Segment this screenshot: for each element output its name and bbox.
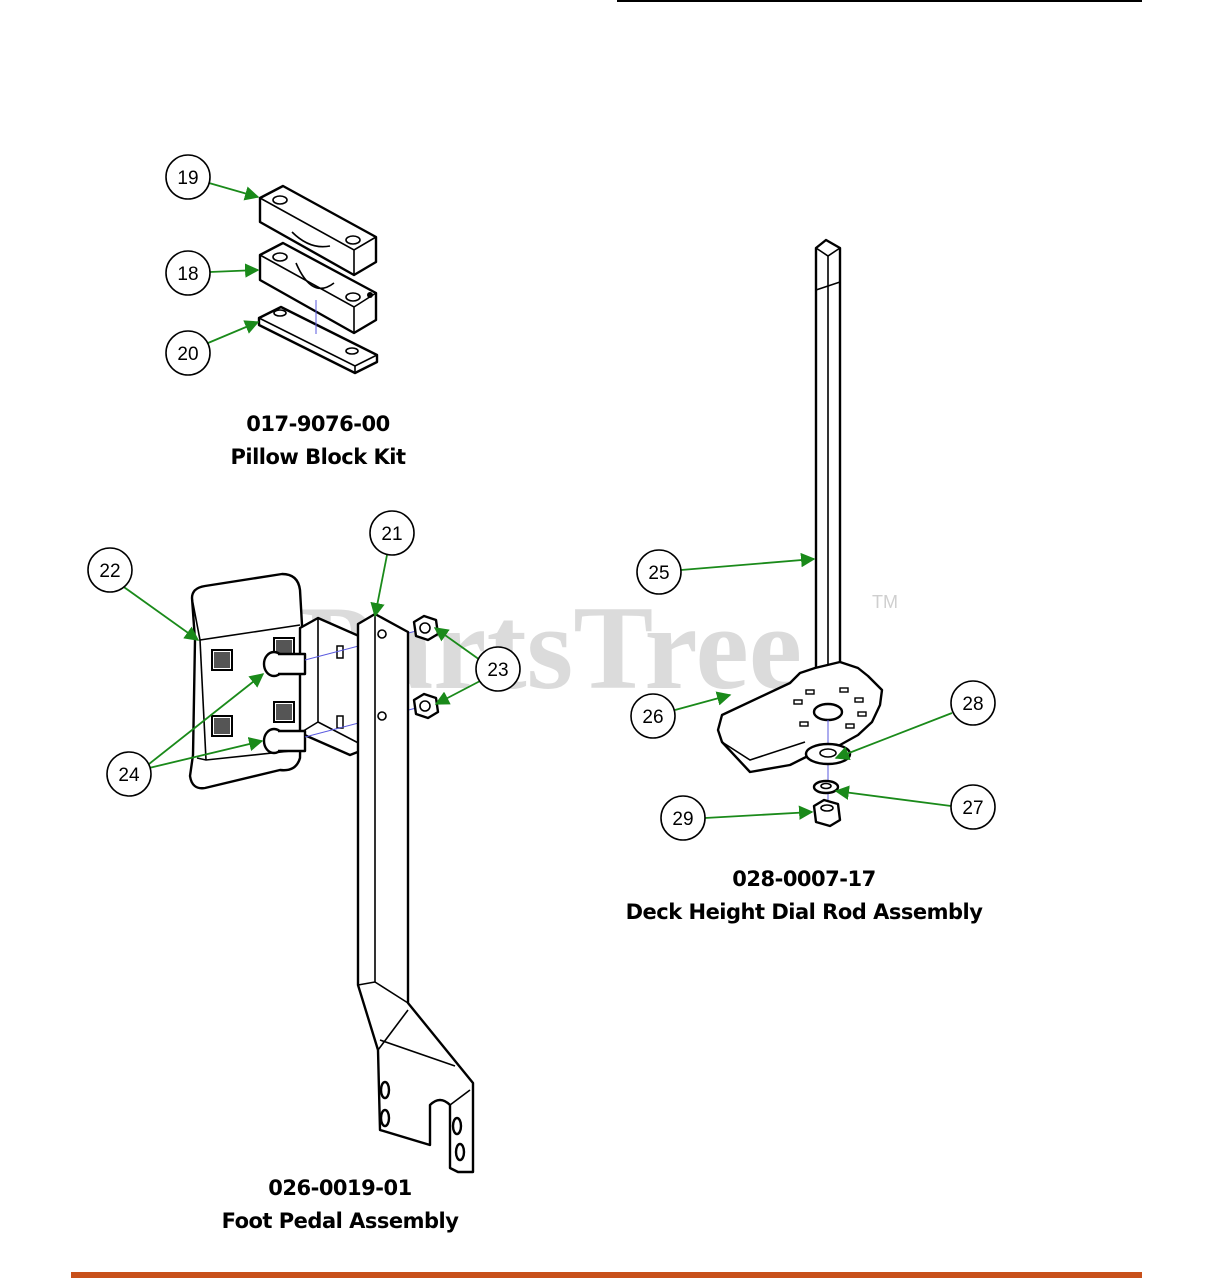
- bottom-rule: [71, 1272, 1142, 1278]
- callout-18[interactable]: 18: [165, 250, 211, 296]
- callout-18-label: 18: [177, 264, 198, 285]
- dial-rod-caption: 028-0007-17 Deck Height Dial Rod Assembl…: [626, 867, 984, 924]
- callout-21[interactable]: 21: [369, 510, 415, 556]
- callout-27[interactable]: 27: [950, 784, 996, 830]
- callout-22-label: 22: [99, 561, 120, 582]
- callout-21-label: 21: [381, 524, 402, 545]
- callout-29[interactable]: 29: [660, 795, 706, 841]
- callout-19[interactable]: 19: [165, 154, 211, 200]
- callout-24[interactable]: 24: [106, 751, 152, 797]
- callout-20[interactable]: 20: [165, 330, 211, 376]
- callout-25[interactable]: 25: [636, 549, 682, 595]
- foot-pedal-caption: 026-0019-01 Foot Pedal Assembly: [222, 1176, 460, 1233]
- foot-pedal-drawing: [188, 572, 475, 1174]
- pillow-block-caption: 017-9076-00 Pillow Block Kit: [231, 412, 407, 469]
- callout-28-label: 28: [962, 694, 983, 715]
- callout-19-label: 19: [177, 168, 198, 189]
- foot-pedal-part-number: 026-0019-01: [268, 1176, 411, 1200]
- callout-26-label: 26: [642, 707, 663, 728]
- watermark-trademark: TM: [872, 592, 898, 612]
- callout-24-label: 24: [118, 765, 140, 786]
- callout-25-label: 25: [648, 563, 669, 584]
- dial-rod-part-number: 028-0007-17: [732, 867, 875, 891]
- pillow-block-drawing: [257, 184, 379, 375]
- callout-27-label: 27: [962, 798, 983, 819]
- callout-23[interactable]: 23: [475, 646, 521, 692]
- callout-22[interactable]: 22: [87, 547, 133, 593]
- pillow-block-name: Pillow Block Kit: [231, 445, 406, 469]
- callout-26[interactable]: 26: [630, 693, 676, 739]
- pillow-block-part-number: 017-9076-00: [246, 412, 389, 436]
- callout-23-label: 23: [487, 660, 508, 681]
- dial-rod-drawing: [716, 238, 884, 828]
- leader-lines: [120, 182, 953, 820]
- callout-20-label: 20: [177, 344, 198, 365]
- dial-rod-name: Deck Height Dial Rod Assembly: [626, 900, 984, 924]
- callout-29-label: 29: [672, 809, 693, 830]
- callout-28[interactable]: 28: [950, 680, 996, 726]
- foot-pedal-name: Foot Pedal Assembly: [222, 1209, 460, 1233]
